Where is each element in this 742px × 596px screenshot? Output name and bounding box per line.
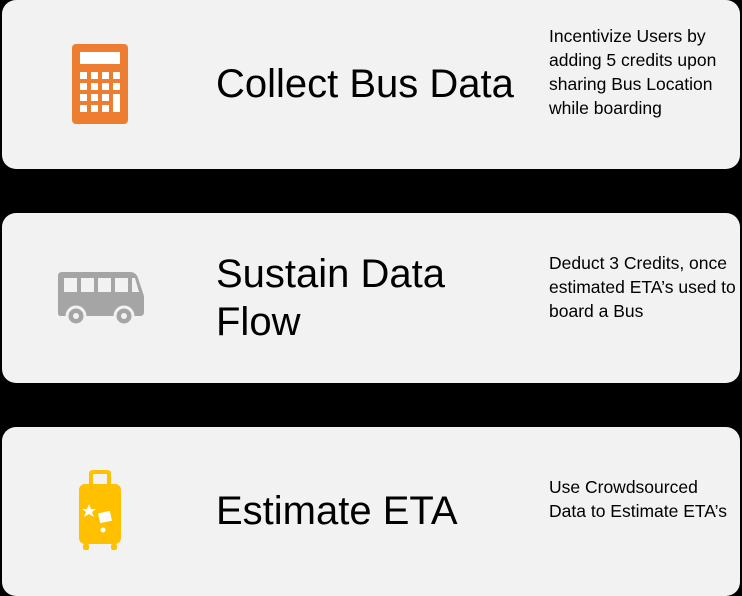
step-card-collect-bus-data: Collect Bus Data Incentivize Users by ad…: [2, 0, 740, 169]
step-title: Sustain Data Flow: [216, 252, 446, 344]
step-description: Deduct 3 Credits, once estimated ETA’s u…: [549, 253, 736, 321]
luggage-icon: [54, 465, 146, 557]
calculator-icon: [54, 38, 146, 130]
bus-icon: [54, 252, 146, 344]
step-description: Use Crowdsourced Data to Estimate ETA’s: [549, 477, 727, 521]
step-card-sustain-data-flow: Sustain Data Flow Deduct 3 Credits, once…: [2, 213, 740, 383]
step-title: Collect Bus Data: [216, 62, 514, 106]
step-title: Estimate ETA: [216, 489, 458, 533]
step-description: Incentivize Users by adding 5 credits up…: [549, 26, 717, 118]
step-card-estimate-eta: Estimate ETA Use Crowdsourced Data to Es…: [2, 427, 740, 596]
